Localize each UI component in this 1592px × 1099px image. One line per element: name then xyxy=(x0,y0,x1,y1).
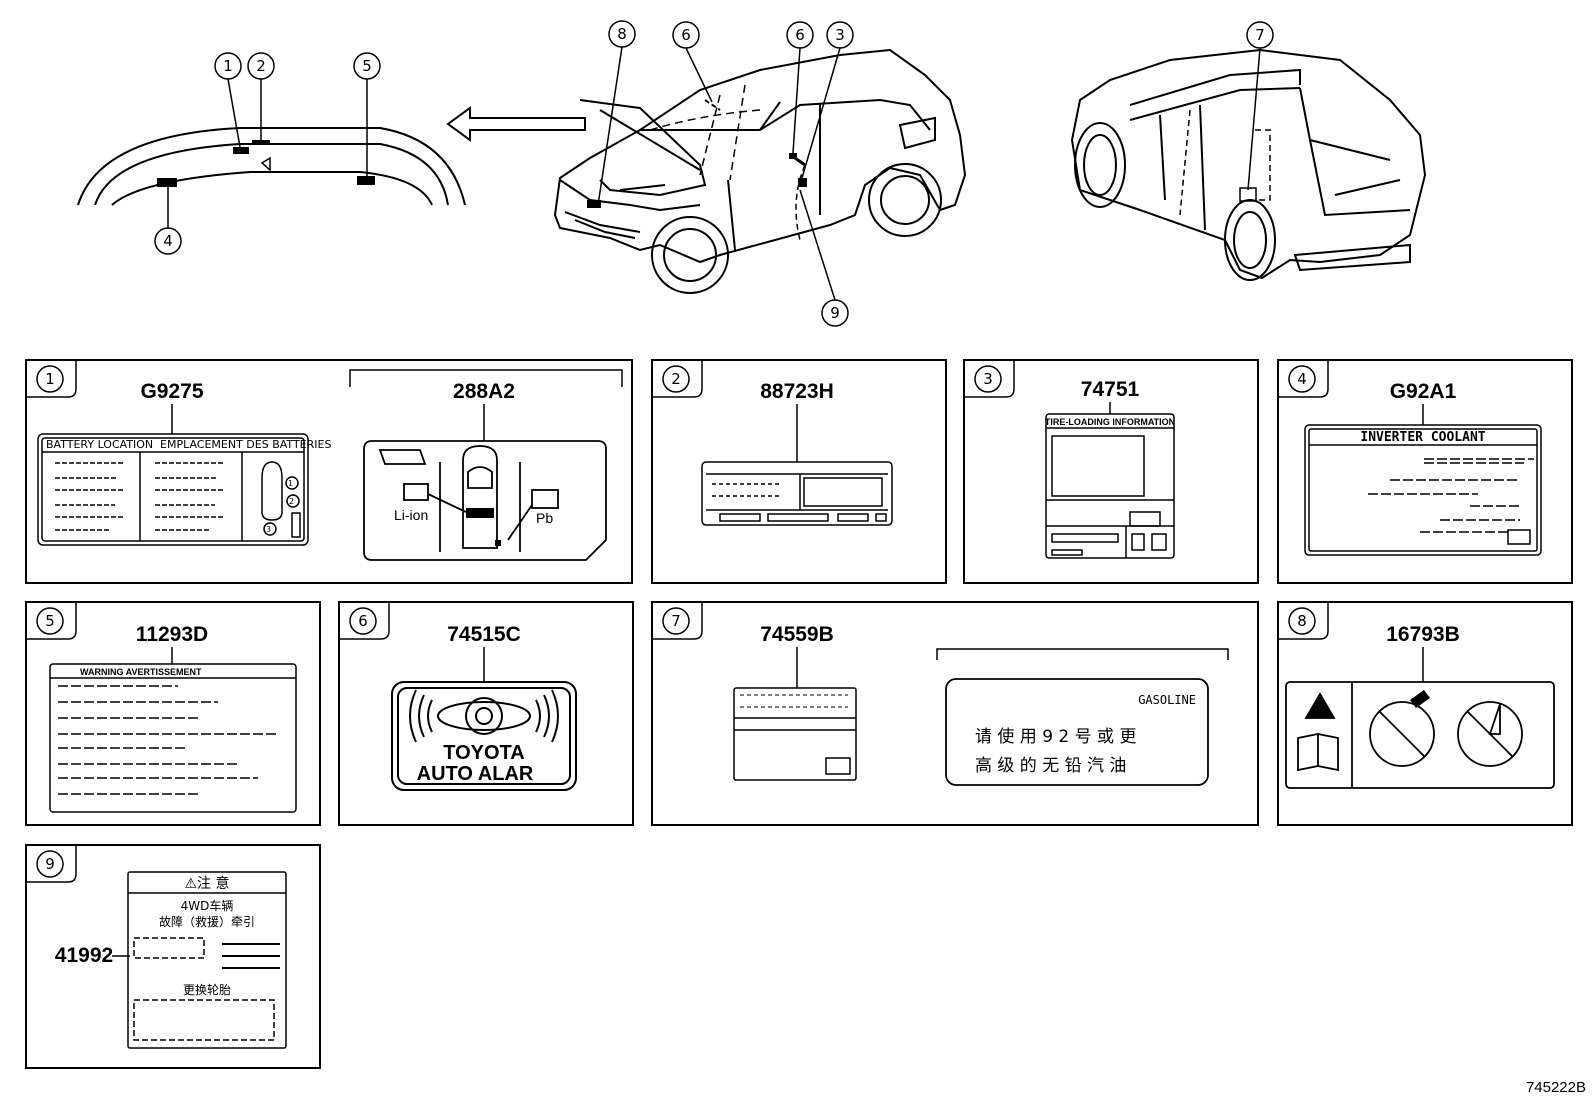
g9275-header-left: BATTERY LOCATION xyxy=(46,438,153,451)
callout-2 xyxy=(247,52,275,80)
leader-lines xyxy=(112,369,1424,957)
caution-line-3: 更换轮胎 xyxy=(183,983,231,997)
callout-1 xyxy=(214,52,242,80)
panel-frames xyxy=(25,359,1573,1069)
toyota-text: TOYOTA xyxy=(443,742,524,764)
panel-8-num: 8 xyxy=(1297,612,1307,630)
callout-6a xyxy=(672,21,700,49)
callout-4-text: 4 xyxy=(163,232,173,250)
label-74559b-large xyxy=(945,678,1209,786)
g9275-header-right: EMPLACEMENT DES BATTERIES xyxy=(160,438,331,451)
panel-3 xyxy=(963,359,1259,584)
part-41992: 41992 xyxy=(55,944,113,967)
manual-book-icon xyxy=(1297,732,1339,772)
rear-car-view xyxy=(1070,47,1427,281)
label-16793b xyxy=(1285,681,1555,789)
panel-9 xyxy=(25,844,321,1069)
callout-6b xyxy=(786,21,814,49)
callout-8 xyxy=(608,20,636,48)
callout-7 xyxy=(1246,21,1274,49)
gasoline-cn-line1: 请 使 用 9 2 号 或 更 xyxy=(975,726,1136,747)
label-88723h xyxy=(701,461,893,526)
label-74515c xyxy=(391,681,577,791)
callout-5-text: 5 xyxy=(362,57,372,75)
part-11293d: 11293D xyxy=(136,623,208,646)
part-88723h: 88723H xyxy=(760,380,834,403)
gasoline-text: GASOLINE xyxy=(1138,693,1196,707)
callout-3 xyxy=(826,21,854,49)
callout-9 xyxy=(821,299,849,327)
label-74559b-small xyxy=(733,687,857,781)
callout-6a-text: 6 xyxy=(681,26,691,44)
manual-icon xyxy=(378,449,427,465)
panel-6-num: 6 xyxy=(358,612,368,630)
label-74751 xyxy=(1045,413,1175,559)
top-callouts xyxy=(154,20,1274,327)
callout-3-text: 3 xyxy=(835,26,845,44)
callout-8-text: 8 xyxy=(617,25,627,43)
panel-number-tabs xyxy=(26,360,1329,883)
part-g9275: G9275 xyxy=(140,380,203,403)
front-car-view xyxy=(553,46,967,301)
panel-1-num: 1 xyxy=(45,370,55,388)
callout-1-text: 1 xyxy=(223,57,233,75)
panel-1 xyxy=(25,359,633,584)
label-g92a1 xyxy=(1304,424,1542,556)
li-ion-battery-icon xyxy=(403,483,429,501)
auto-alarm-text: AUTO ALAR xyxy=(417,763,534,785)
inverter-coolant-header: INVERTER COOLANT xyxy=(1360,430,1485,445)
callout-7-text: 7 xyxy=(1255,26,1265,44)
callout-6b-text: 6 xyxy=(795,26,805,44)
panel-9-num: 9 xyxy=(45,855,55,873)
panel-5 xyxy=(25,601,321,826)
tire-loading-header: TIRE-LOADING INFORMATION xyxy=(1045,417,1175,427)
panel-7 xyxy=(651,601,1259,826)
part-16793b: 16793B xyxy=(1386,623,1460,646)
pb-battery-icon xyxy=(531,489,559,509)
part-288a2: 288A2 xyxy=(453,380,515,403)
li-ion-text: Li-ion xyxy=(394,507,428,523)
panel-2 xyxy=(651,359,947,584)
panel-2-num: 2 xyxy=(671,370,681,388)
dashboard-top-view xyxy=(77,78,466,228)
part-g92a1: G92A1 xyxy=(1390,380,1457,403)
label-288a2 xyxy=(363,440,607,561)
part-74515c: 74515C xyxy=(447,623,521,646)
callout-2-text: 2 xyxy=(256,57,266,75)
callout-5 xyxy=(353,52,381,80)
warning-triangle-icon xyxy=(1304,692,1336,719)
warning-header: WARNING AVERTISSEMENT xyxy=(80,667,202,677)
g9275-mark-1: 1 xyxy=(288,479,293,488)
label-11293d xyxy=(49,663,297,813)
caution-line-1: 4WD车辆 xyxy=(181,898,234,913)
pb-text: Pb xyxy=(536,510,553,526)
label-g9275 xyxy=(37,433,309,546)
panel-6 xyxy=(338,601,634,826)
part-74751: 74751 xyxy=(1081,378,1140,401)
g9275-mark-2: 2 xyxy=(289,497,294,506)
label-41992 xyxy=(127,871,287,1049)
caution-header: ⚠注 意 xyxy=(184,875,229,892)
panel-5-num: 5 xyxy=(45,612,55,630)
gasoline-cn-line2: 高 级 的 无 铅 汽 油 xyxy=(975,756,1126,776)
no-water-icon-1 xyxy=(1369,701,1435,767)
panel-4 xyxy=(1277,359,1573,584)
panel-4-num: 4 xyxy=(1297,370,1307,388)
panel-8 xyxy=(1277,601,1573,826)
direction-arrow xyxy=(446,106,586,142)
panel-7-num: 7 xyxy=(671,612,681,630)
caution-line-2: 故障（救援）牵引 xyxy=(159,914,255,929)
no-water-icon-2 xyxy=(1457,701,1523,767)
callout-9-text: 9 xyxy=(830,304,840,322)
callout-4 xyxy=(154,227,182,255)
panel-3-num: 3 xyxy=(983,370,993,388)
part-74559b: 74559B xyxy=(760,623,834,646)
diagram-id: 745222B xyxy=(1526,1079,1586,1096)
g9275-mark-3: 3 xyxy=(266,525,271,534)
